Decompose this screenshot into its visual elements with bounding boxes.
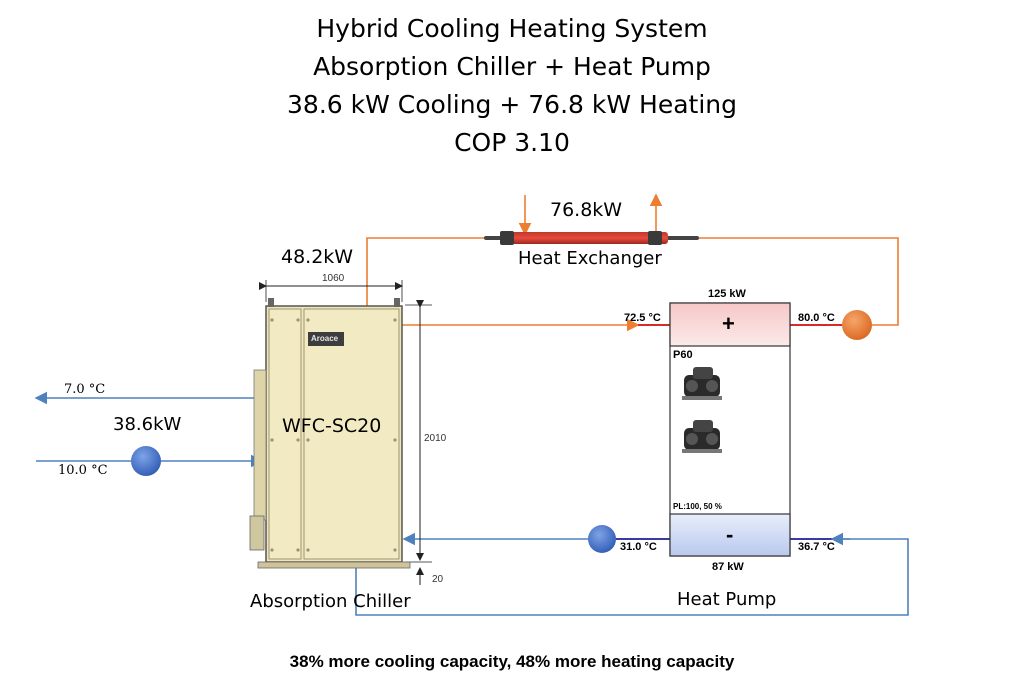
heat-pump-minus: -	[726, 522, 734, 547]
chilled-water-return-temp: 10.0 °C	[58, 463, 108, 478]
compressor-icon	[682, 367, 722, 400]
heat-pump-evaporator-power: 87 kW	[712, 561, 744, 573]
heat-pump-part-load: PL:100, 50 %	[673, 502, 722, 511]
chiller-brand-logo: Aroace	[311, 334, 339, 343]
chiller-height-dimension: 2010	[424, 433, 447, 444]
chiller-base-dimension: 20	[432, 574, 444, 585]
heat-exchanger-power: 76.8kW	[550, 199, 623, 221]
cooling-water-loop	[355, 532, 909, 616]
chilled-water-supply-temp: 7.0 °C	[64, 382, 106, 397]
title-line-3: 38.6 kW Cooling + 76.8 kW Heating	[287, 90, 737, 119]
chiller-power-out: 48.2kW	[281, 246, 354, 268]
heat-pump-cold-out-temp: 31.0 °C	[620, 541, 657, 553]
cooling-water-pump-icon	[588, 525, 616, 553]
title-line-4: COP 3.10	[454, 128, 570, 157]
heat-pump-hot-in-temp: 72.5 °C	[624, 312, 661, 324]
title-line-1: Hybrid Cooling Heating System	[316, 14, 708, 43]
chilled-water-pump-icon	[131, 446, 161, 476]
heat-pump-cold-in-temp: 36.7 °C	[798, 541, 835, 553]
chiller-width-dimension: 1060	[322, 273, 345, 284]
heat-pump-label: Heat Pump	[677, 589, 777, 610]
heat-pump-condenser-power: 125 kW	[708, 288, 746, 300]
heat-exchanger-icon	[484, 231, 699, 245]
hot-water-pump-icon	[842, 310, 872, 340]
chiller-model: WFC-SC20	[282, 415, 382, 437]
heat-pump-hot-out-temp: 80.0 °C	[798, 312, 835, 324]
footer-note: 38% more cooling capacity, 48% more heat…	[289, 652, 735, 671]
chiller-label: Absorption Chiller	[250, 591, 411, 612]
compressor-icon	[682, 420, 722, 453]
chilled-water-power: 38.6kW	[113, 414, 182, 435]
heat-exchanger-label: Heat Exchanger	[518, 248, 662, 269]
title-line-2: Absorption Chiller + Heat Pump	[313, 52, 711, 81]
heat-pump-icon	[669, 302, 791, 557]
absorption-chiller-icon	[249, 280, 432, 585]
heat-pump-plus: +	[722, 311, 735, 336]
heat-pump-model: P60	[673, 349, 693, 361]
